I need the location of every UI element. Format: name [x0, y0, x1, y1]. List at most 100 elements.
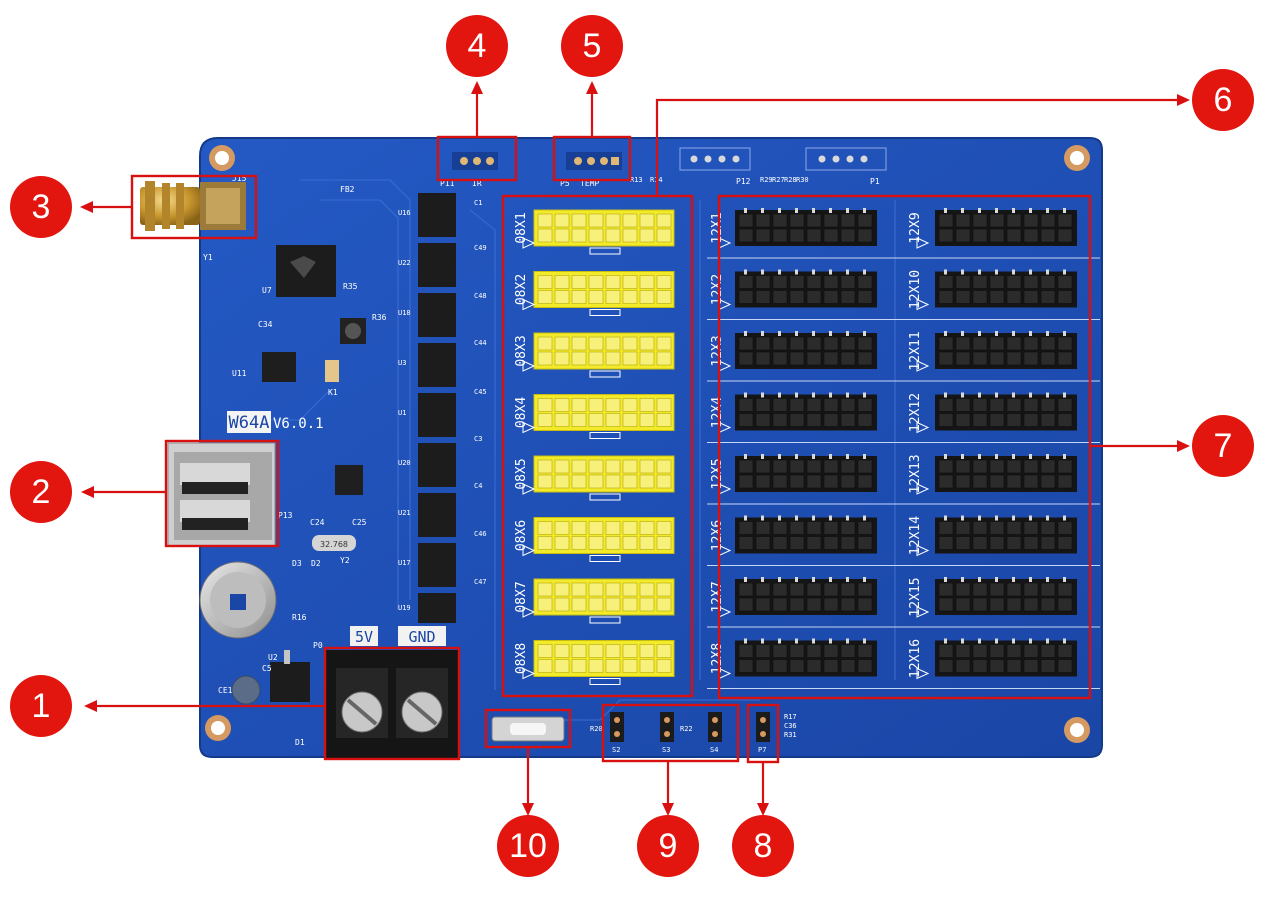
hub08-port-label: 08X7 [514, 581, 529, 612]
crystal [312, 535, 356, 551]
version-label: V6.0.1 [273, 416, 324, 432]
hub12-port-label: 12X8 [710, 643, 725, 674]
label-u3: U3 [398, 359, 406, 367]
highlight-box-1 [323, 646, 461, 761]
label-u20: U20 [398, 459, 411, 467]
callout-7: 7 [1192, 415, 1254, 477]
callout-3: 3 [10, 176, 72, 238]
terminal-5v-label: 5V [355, 628, 373, 646]
mounting-holes [205, 145, 1090, 743]
hub08-port: 08X5 [514, 455, 675, 501]
hub12-port: 12X9 [900, 208, 1100, 259]
hub08-port-label: 08X6 [514, 520, 529, 551]
hub12-port-label: 12X14 [908, 516, 923, 555]
hub12-port-label: 12X10 [908, 270, 923, 309]
push-button [491, 716, 565, 742]
hub08-port: 08X8 [514, 640, 675, 685]
label-r35: R35 [343, 282, 358, 291]
capacitor-ce1 [231, 675, 261, 705]
callout-6: 6 [1192, 69, 1254, 131]
label-p7: P7 [758, 746, 766, 754]
label-p11: P11 [440, 179, 455, 188]
label-r29: R29 [760, 176, 773, 184]
leader-lines [80, 81, 1190, 816]
p7-header [756, 712, 770, 742]
label-u18: U18 [398, 309, 411, 317]
label-p12: P12 [736, 177, 751, 186]
label-c25: C25 [352, 518, 367, 527]
hub08-port-label: 08X8 [514, 643, 529, 674]
terminal-gnd-label: GND [408, 628, 435, 646]
callout-10: 10 [497, 815, 559, 877]
label-ir: IR [472, 179, 482, 188]
voltage-regulator [270, 662, 310, 702]
hub12-port: 12X11 [900, 331, 1100, 382]
label-r30: R30 [796, 176, 809, 184]
power-terminal-block [326, 650, 460, 758]
label-s2: S2 [612, 746, 620, 754]
usb-port [167, 442, 276, 547]
hub12-port: 12X1 [707, 208, 900, 259]
flash-chip [262, 352, 296, 382]
hub12-port: 12X8 [707, 638, 900, 689]
label-fb2: FB2 [340, 185, 355, 194]
label-r17: R17 [784, 713, 797, 721]
label-c36: C36 [784, 722, 797, 730]
label-c3: C3 [474, 435, 482, 443]
hub12-port: 12X16 [900, 638, 1100, 689]
hub08-port-label: 08X3 [514, 335, 529, 366]
callout-5-label: 5 [583, 27, 602, 65]
highlight-box-2 [164, 439, 280, 548]
label-r20: R20 [590, 725, 603, 733]
hub12-port-label: 12X7 [710, 581, 725, 612]
hub12-port: 12X10 [900, 269, 1100, 320]
callout-4: 4 [446, 15, 508, 77]
callout-1-label: 1 [32, 687, 51, 725]
jumper-headers [610, 712, 722, 742]
hub12-port-label: 12X5 [710, 458, 725, 489]
hub12-port: 12X7 [707, 577, 900, 628]
hub08-port: 08X6 [514, 517, 675, 562]
buffer-chip-column [418, 193, 456, 623]
hub08-port-label: 08X4 [514, 397, 529, 428]
hub08-port: 08X3 [514, 332, 675, 378]
label-u1: U1 [398, 409, 406, 417]
rtc-chip [335, 465, 363, 495]
label-d3: D3 [292, 559, 302, 568]
callout-9: 9 [637, 815, 699, 877]
callout-9-label: 9 [659, 827, 678, 865]
label-c5: C5 [262, 664, 272, 673]
label-r16: R16 [292, 613, 307, 622]
hub12-port-label: 12X13 [908, 454, 923, 493]
label-k1: K1 [328, 388, 338, 397]
label-u11: U11 [232, 369, 247, 378]
label-j15: J15 [232, 174, 247, 183]
label-u19: U19 [398, 604, 411, 612]
label-r31: R31 [784, 731, 797, 739]
label-p1: P1 [870, 177, 880, 186]
label-d2: D2 [311, 559, 321, 568]
hub12-port: 12X3 [707, 331, 900, 382]
terminal-5v-plate [350, 626, 378, 646]
aux-header-p12 [679, 147, 751, 171]
hub08-port: 08X1 [514, 209, 675, 255]
terminal-gnd-plate [398, 626, 446, 646]
label-c24: C24 [310, 518, 325, 527]
model-label: W64A [229, 413, 270, 433]
hub12-port-label: 12X16 [908, 639, 923, 678]
label-temp: TEMP [580, 179, 599, 188]
hub12-port: 12X15 [900, 577, 1100, 628]
hub12-port-label: 12X12 [908, 393, 923, 432]
hub12-port: 12X14 [900, 515, 1100, 566]
hub08-port: 08X7 [514, 578, 675, 624]
hub12-port-label: 12X6 [710, 520, 725, 551]
sma-antenna-connector [140, 181, 246, 231]
callout-2: 2 [10, 461, 72, 523]
label-y1: Y1 [203, 253, 213, 262]
hub12-port-label: 12X11 [908, 331, 923, 370]
hub12-port-label: 12X9 [908, 212, 923, 243]
hub12-port-label: 12X15 [908, 577, 923, 616]
callout-4-label: 4 [468, 27, 487, 65]
callout-5: 5 [561, 15, 623, 77]
